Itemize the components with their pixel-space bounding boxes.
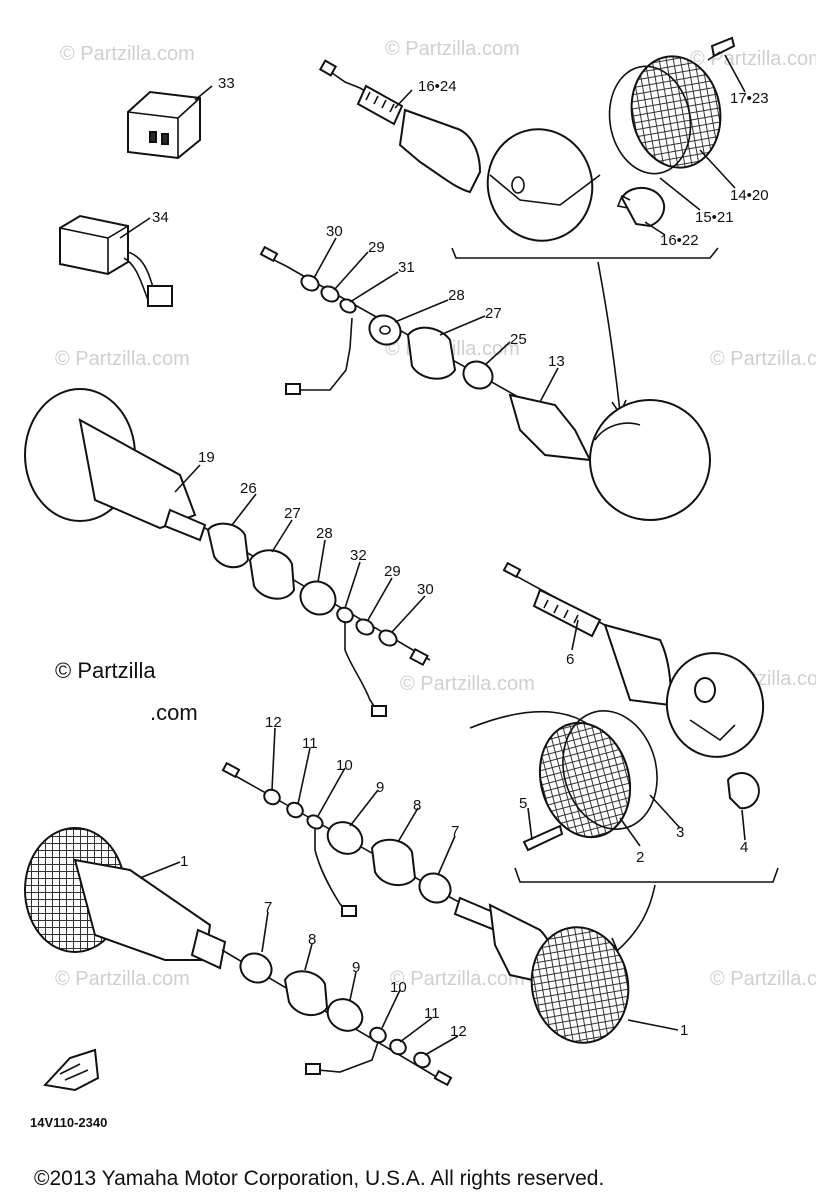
- watermark: © Partzilla.com: [55, 968, 190, 990]
- part-label[interactable]: 28: [448, 287, 465, 304]
- part-label[interactable]: 26: [240, 480, 257, 497]
- part-label[interactable]: 5: [519, 795, 527, 812]
- part-label[interactable]: 27: [485, 305, 502, 322]
- part-label[interactable]: 31: [398, 259, 415, 276]
- signal-6-assembly[interactable]: [469, 561, 779, 955]
- drawing-code: 14V110-2340: [30, 1115, 107, 1130]
- part-label[interactable]: 7: [451, 823, 459, 840]
- part-label[interactable]: 28: [316, 525, 333, 542]
- part-label[interactable]: 29: [368, 239, 385, 256]
- watermark: © Partzilla.com: [710, 348, 816, 370]
- part-label[interactable]: 14•20: [730, 187, 769, 204]
- watermark: © Partzilla.com: [385, 38, 520, 60]
- part-label[interactable]: 1: [180, 853, 188, 870]
- part-label[interactable]: 33: [218, 75, 235, 92]
- part-label[interactable]: 15•21: [695, 209, 734, 226]
- part-label[interactable]: 7: [264, 899, 272, 916]
- forward-arrow-icon: [43, 1048, 100, 1092]
- part-label[interactable]: 30: [417, 581, 434, 598]
- part-label[interactable]: 10: [390, 979, 407, 996]
- part-label[interactable]: 10: [336, 757, 353, 774]
- part-label[interactable]: 1: [680, 1022, 688, 1039]
- watermark: © Partzilla.com: [690, 48, 816, 70]
- part-label[interactable]: 4: [740, 839, 748, 856]
- watermark: © Partzilla.com: [400, 673, 535, 695]
- signal-1-upper-chain[interactable]: [221, 761, 456, 917]
- part-label[interactable]: 2: [636, 849, 644, 866]
- part-label[interactable]: 9: [352, 959, 360, 976]
- flasher-34[interactable]: [59, 214, 173, 307]
- signal-13-assembly[interactable]: [259, 245, 720, 529]
- part-label[interactable]: 9: [376, 779, 384, 796]
- watermarks: © Partzilla.com © Partzilla.com © Partzi…: [55, 38, 816, 990]
- part-label[interactable]: 12: [450, 1023, 467, 1040]
- part-label[interactable]: 6: [566, 651, 574, 668]
- watermark: © Partzilla.com: [390, 968, 525, 990]
- signal-1-right[interactable]: [453, 896, 637, 1050]
- leader-lines: [139, 54, 746, 1056]
- part-label[interactable]: 19: [198, 449, 215, 466]
- part-label[interactable]: 25: [510, 331, 527, 348]
- relay-33[interactable]: [127, 85, 213, 160]
- part-label[interactable]: 11: [424, 1005, 440, 1022]
- part-label[interactable]: 17•23: [730, 90, 769, 107]
- part-label[interactable]: 11: [302, 735, 318, 752]
- part-label[interactable]: 32: [350, 547, 367, 564]
- part-labels: 33 34 16•24 17•23 14•20 15•21 16•22 30 2…: [152, 75, 769, 1040]
- part-label[interactable]: 34: [152, 209, 169, 226]
- part-label[interactable]: 12: [265, 714, 282, 731]
- watermark: © Partzilla.com: [55, 348, 190, 370]
- watermark: © Partzilla.com: [710, 968, 816, 990]
- part-label[interactable]: 16•24: [418, 78, 457, 95]
- part-label[interactable]: 8: [413, 797, 421, 814]
- part-label[interactable]: 27: [284, 505, 301, 522]
- watermark: © Partzilla.com: [60, 43, 195, 65]
- part-label[interactable]: 13: [548, 353, 565, 370]
- part-label[interactable]: 8: [308, 931, 316, 948]
- part-label[interactable]: 16•22: [660, 232, 699, 249]
- partzilla-watermark-line2: .com: [150, 700, 198, 725]
- part-label[interactable]: 3: [676, 824, 684, 841]
- rear-signal-assembly-top[interactable]: [318, 36, 736, 416]
- part-label[interactable]: 29: [384, 563, 401, 580]
- signal-19-assembly[interactable]: [24, 388, 431, 717]
- signal-1-left[interactable]: [24, 827, 453, 1087]
- partzilla-watermark-line1: © Partzilla: [55, 658, 156, 683]
- copyright-notice: ©2013 Yamaha Motor Corporation, U.S.A. A…: [34, 1167, 604, 1190]
- part-label[interactable]: 30: [326, 223, 343, 240]
